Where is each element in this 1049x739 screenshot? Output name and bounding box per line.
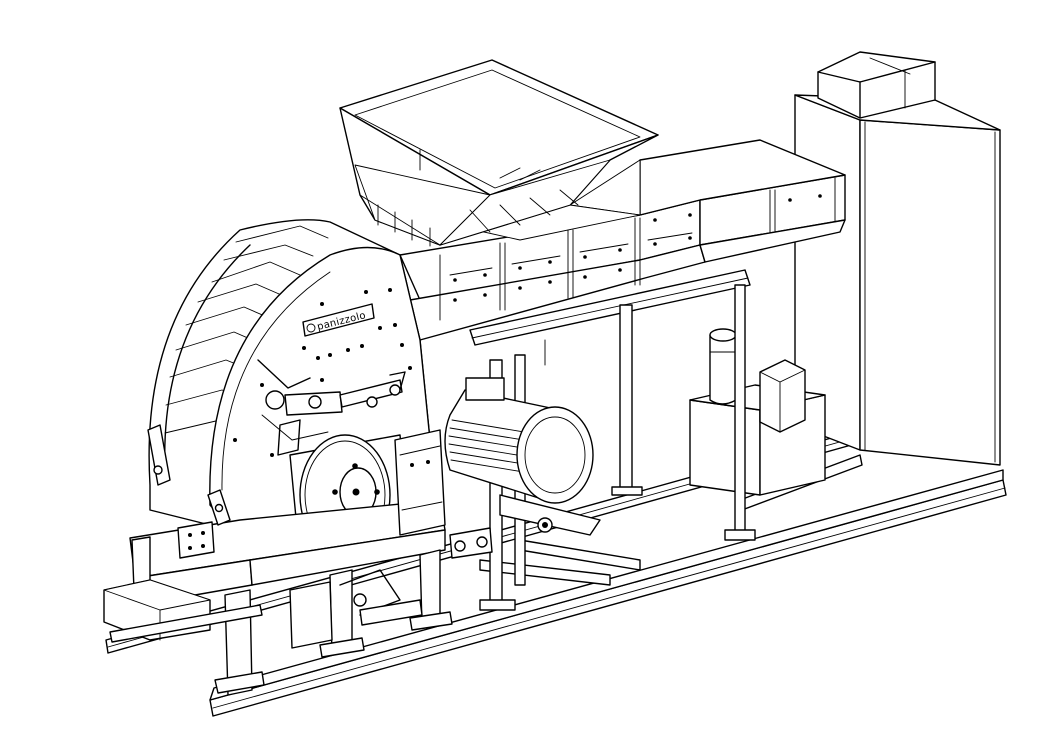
hydraulic-accumulator (709, 328, 737, 405)
feed-conveyor (399, 139, 846, 341)
crusher-base-frame (129, 499, 453, 696)
lower-drive-linkage (289, 569, 423, 649)
adjustment-linkage (257, 359, 406, 456)
control-cabinet (794, 94, 1001, 466)
lifting-lugs (147, 424, 231, 526)
hydraulic-control-box (759, 359, 806, 433)
feed-hopper (339, 59, 659, 247)
electric-motor (444, 377, 601, 536)
discharge-chute (103, 579, 263, 643)
bearing-housings (177, 521, 493, 559)
conveyor-support-frame (469, 269, 756, 611)
shaft-guard (394, 429, 446, 536)
crusher-panel-bolts (233, 288, 412, 457)
cabinet-top-box (817, 51, 936, 119)
